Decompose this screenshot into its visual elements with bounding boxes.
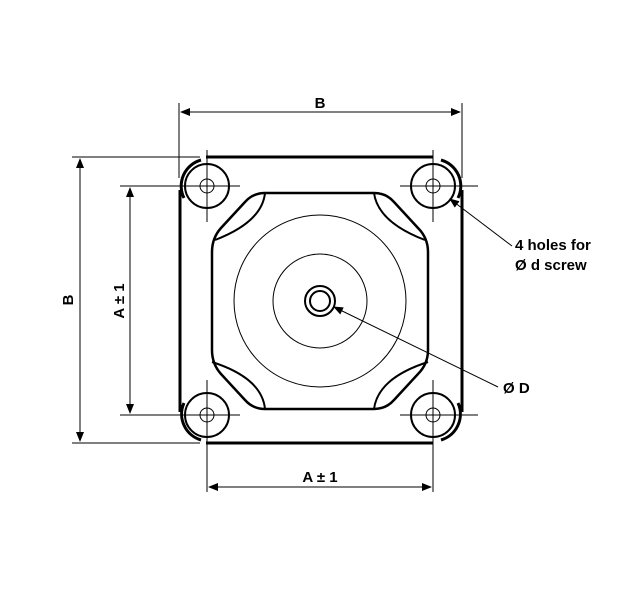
dimension-a-left-label: A ± 1 xyxy=(111,283,128,318)
diameter-d-label: Ø D xyxy=(503,380,530,397)
dimension-a-bottom-label: A ± 1 xyxy=(302,469,337,486)
holes-callout-line1: 4 holes for xyxy=(515,237,591,254)
leader-diameter xyxy=(333,306,499,388)
panel-right-edge xyxy=(600,97,630,527)
leader-holes xyxy=(449,198,513,247)
holes-callout-line2: Ø d screw xyxy=(515,257,587,274)
center-lines xyxy=(120,150,478,492)
mount-body xyxy=(210,191,430,411)
dimension-b-top-label: B xyxy=(315,95,326,112)
base-plate xyxy=(178,155,464,445)
dimension-b-left xyxy=(72,156,200,444)
dimension-b-top xyxy=(178,103,463,178)
dimension-b-left-label: B xyxy=(60,294,77,305)
